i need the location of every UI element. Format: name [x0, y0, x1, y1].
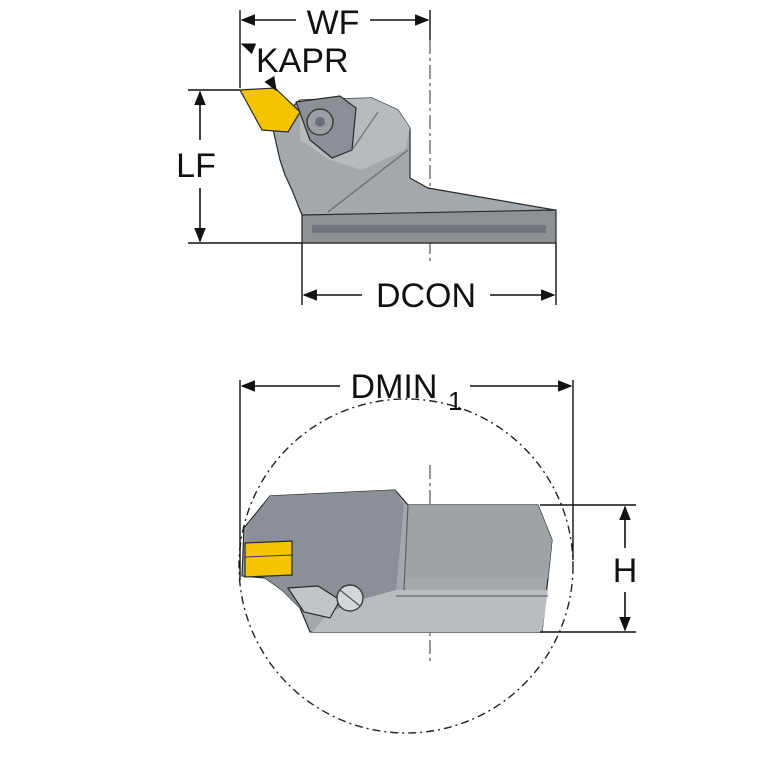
dmin-label: DMIN: [351, 368, 438, 406]
dmin-subscript: 1: [448, 386, 462, 416]
kapr-label: KAPR: [256, 42, 349, 80]
bottom-clamp-slot: [339, 589, 361, 607]
top-face-edge: [327, 149, 409, 213]
h-label: H: [613, 552, 638, 590]
wf-label: WF: [307, 4, 360, 42]
bottom-holder-head: [244, 490, 404, 612]
top-clamp-screw-center: [315, 117, 325, 127]
kapr-arrow-bottom: [264, 75, 277, 92]
kapr-arrow-top: [240, 43, 257, 55]
bottom-shank-edge: [403, 504, 409, 591]
dcon-label: DCON: [376, 277, 476, 315]
bottom-insert: [244, 540, 293, 578]
bottom-shank-top: [406, 505, 552, 578]
lf-label: LF: [176, 147, 216, 185]
top-face-edge-2: [351, 111, 379, 151]
top-shank-groove: [312, 225, 546, 233]
top-view: WF KAPR LF DCON: [176, 4, 557, 315]
top-insert: [239, 87, 301, 133]
bottom-shank-lower: [312, 590, 548, 632]
bottom-insert-edge: [244, 554, 293, 558]
dmin-circle: [238, 398, 574, 734]
bottom-clamp: [286, 585, 341, 619]
bottom-view: DMIN 1 H: [238, 368, 638, 734]
